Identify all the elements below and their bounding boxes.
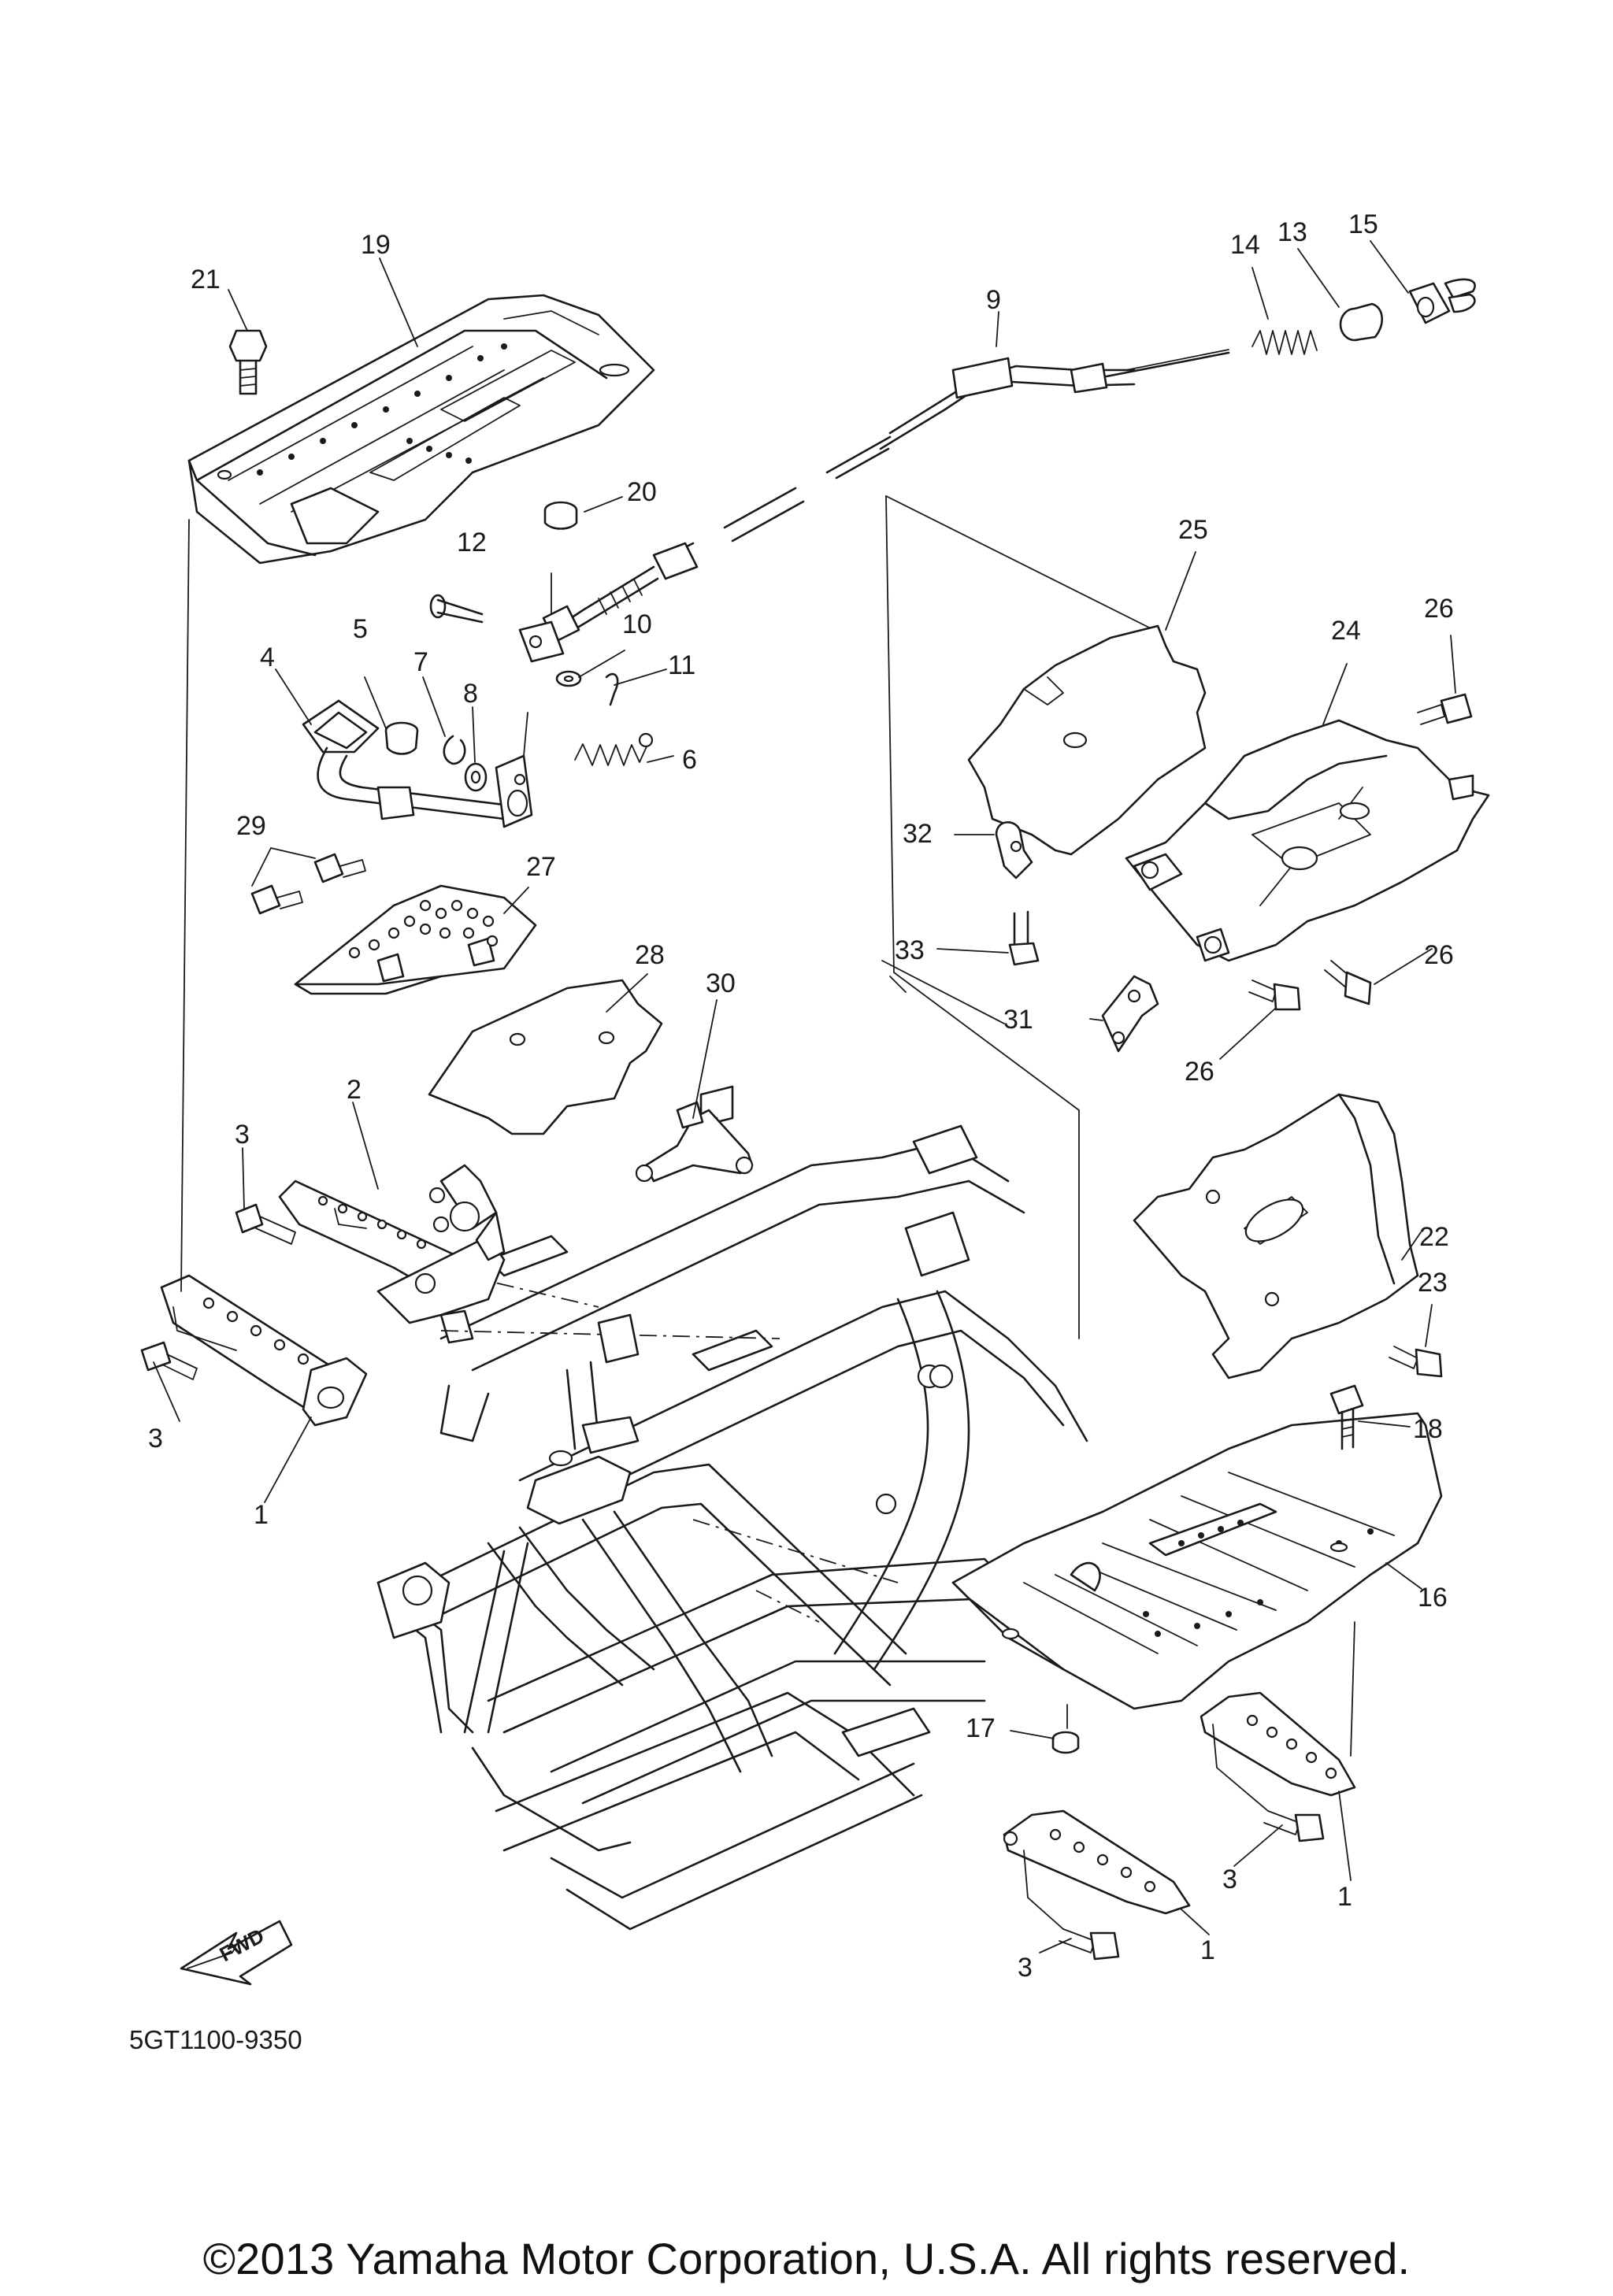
callout-labels: 1 1 1 2 3 3 3 3 4 5 6 7 8 9 10 11 12 13 …	[148, 209, 1454, 1983]
callout-32: 32	[903, 819, 933, 849]
grommet-20	[543, 501, 578, 530]
callout-31: 31	[1003, 1005, 1033, 1035]
footrest-stay-1c	[1003, 1809, 1191, 1915]
bolt-26c	[1248, 980, 1301, 1011]
callout-8: 8	[463, 679, 478, 709]
callout-21: 21	[191, 265, 221, 294]
footrest-27	[294, 884, 537, 995]
diagram-code: 5GT1100-9350	[129, 2025, 302, 2054]
circlip-7	[443, 735, 466, 765]
brake-cable-9	[518, 349, 1230, 663]
brake-pedal-4	[302, 699, 533, 828]
collar-13	[1339, 302, 1383, 342]
bolt-26b	[1324, 960, 1372, 1005]
callout-20: 20	[627, 477, 657, 507]
bolt-29b	[313, 853, 366, 883]
bolt-3c	[1263, 1810, 1325, 1842]
callout-1: 1	[1337, 1882, 1352, 1912]
callout-1: 1	[1200, 1935, 1215, 1965]
bolt-23	[1389, 1346, 1443, 1378]
callout-7: 7	[413, 647, 428, 677]
callout-22: 22	[1419, 1222, 1449, 1252]
callout-24: 24	[1331, 616, 1361, 646]
forward-direction-arrow: FWD	[180, 1920, 293, 1986]
bolt-3a	[235, 1203, 296, 1245]
callout-3: 3	[148, 1424, 163, 1454]
callout-27: 27	[526, 852, 556, 882]
bracket-31	[1101, 975, 1159, 1053]
washer-8	[464, 762, 488, 792]
frame-assembly	[376, 1085, 1088, 1931]
footrest-bracket-2	[278, 1164, 506, 1324]
footrest-stay-1a	[160, 1274, 368, 1427]
callout-11: 11	[668, 650, 695, 680]
guard-25	[967, 624, 1207, 856]
washer-10	[555, 670, 582, 687]
floorboard-16	[951, 1412, 1443, 1710]
rear-footrest-board-19	[187, 294, 655, 565]
callout-13: 13	[1277, 217, 1307, 247]
callout-2: 2	[347, 1075, 362, 1105]
bolt-29a	[250, 884, 303, 915]
grommet-17	[1051, 1731, 1080, 1754]
callout-15: 15	[1348, 209, 1378, 239]
callout-33: 33	[895, 935, 925, 965]
callout-4: 4	[260, 643, 275, 672]
bolt-3d	[1059, 1928, 1120, 1961]
callout-19: 19	[361, 230, 391, 260]
callout-30: 30	[706, 968, 736, 998]
callout-18: 18	[1413, 1414, 1443, 1444]
bolt-18	[1329, 1384, 1364, 1450]
callout-3: 3	[1018, 1953, 1033, 1983]
callout-14: 14	[1230, 230, 1260, 260]
callout-29: 29	[236, 811, 266, 841]
spring-14	[1251, 330, 1318, 355]
cap-5	[384, 721, 419, 755]
return-spring-6	[574, 732, 654, 766]
callout-9: 9	[986, 285, 1001, 315]
bolt-3b	[140, 1341, 198, 1380]
callout-3: 3	[1222, 1865, 1237, 1894]
callout-25: 25	[1178, 515, 1208, 545]
pin-12	[429, 594, 484, 624]
wing-nut-15	[1408, 278, 1476, 324]
footrest-stay-1b	[1200, 1691, 1356, 1797]
callout-6: 6	[682, 745, 697, 775]
bolt-21	[228, 329, 268, 395]
callout-26: 26	[1424, 594, 1454, 624]
heat-shield-28	[428, 979, 663, 1135]
callout-26: 26	[1424, 940, 1454, 970]
callout-3: 3	[235, 1120, 250, 1150]
callout-16: 16	[1418, 1583, 1448, 1613]
cotter-pin-11	[605, 672, 619, 706]
callout-10: 10	[622, 609, 652, 639]
callout-26: 26	[1185, 1057, 1214, 1087]
callout-12: 12	[457, 528, 487, 557]
leader-lines	[153, 240, 1456, 1953]
bracket-32	[995, 821, 1033, 880]
callout-17: 17	[966, 1713, 996, 1743]
mounting-outline-box	[881, 495, 1155, 1339]
callout-23: 23	[1418, 1268, 1448, 1298]
callout-1: 1	[254, 1500, 269, 1530]
copyright-notice: ©2013 Yamaha Motor Corporation, U.S.A. A…	[202, 2234, 1411, 2283]
callout-28: 28	[635, 940, 665, 970]
bolt-33	[1008, 910, 1040, 966]
bracket-30	[635, 1101, 754, 1183]
guard-24	[1125, 719, 1490, 962]
callout-5: 5	[353, 614, 368, 644]
splash-guard-22	[1133, 1093, 1419, 1379]
bolt-26a	[1417, 693, 1473, 725]
